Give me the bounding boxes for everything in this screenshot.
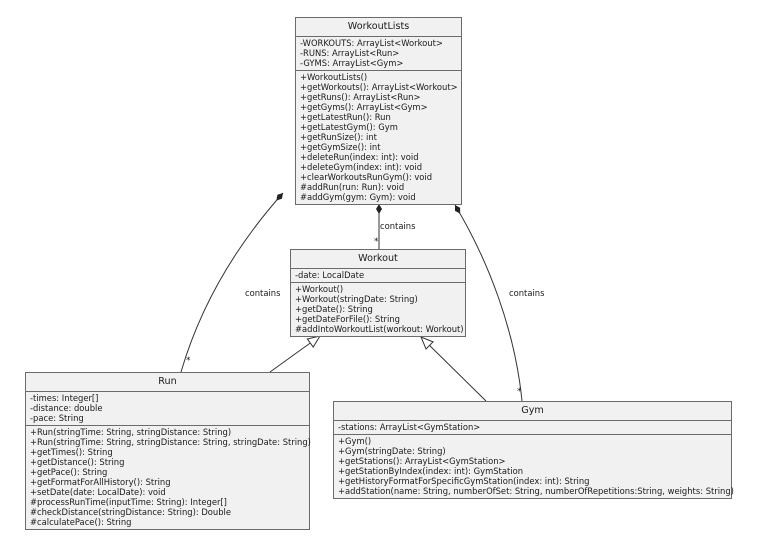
method: +getLatestRun(): Run	[300, 112, 391, 122]
method: +getDateForFile(): String	[295, 314, 400, 324]
class-name: Run	[26, 373, 309, 392]
method: +Run(stringTime: String, stringDistance:…	[30, 427, 232, 437]
method: #addRun(run: Run): void	[300, 182, 405, 192]
relation-label-gym: contains	[509, 288, 545, 298]
method: +Workout()	[295, 284, 344, 294]
attribute: -pace: String	[30, 413, 84, 423]
method: +getFormatForAllHistory(): String	[30, 477, 171, 487]
attribute: -GYMS: ArrayList<Gym>	[300, 58, 404, 68]
method: +getGymSize(): int	[300, 142, 381, 152]
methods-section: +Gym() +Gym(stringDate: String) +getStat…	[334, 434, 734, 498]
method: +WorkoutLists()	[300, 72, 368, 82]
inheritance-line-run-workout	[269, 336, 320, 373]
attribute: -stations: ArrayList<GymStation>	[338, 422, 481, 432]
method: +addStation(name: String, numberOfSet: S…	[338, 486, 734, 496]
method: +Run(stringTime: String, stringDistance:…	[30, 437, 311, 447]
relation-label-workout: contains	[380, 221, 416, 231]
method: +getLatestGym(): Gym	[300, 122, 398, 132]
relation-label-run: contains	[245, 288, 281, 298]
attribute: -date: LocalDate	[295, 270, 365, 280]
attribute: -RUNS: ArrayList<Run>	[300, 48, 400, 58]
class-name: Gym	[334, 402, 731, 421]
multiplicity-gym: *	[517, 387, 522, 397]
method: +getHistoryFormatForSpecificGymStation(i…	[338, 476, 590, 486]
method: +getTimes(): String	[30, 447, 113, 457]
method: +clearWorkoutsRunGym(): void	[300, 172, 433, 182]
attribute: -distance: double	[30, 403, 103, 413]
method: #addGym(gym: Gym): void	[300, 192, 416, 202]
multiplicity-workout: *	[374, 237, 379, 247]
method: +deleteRun(index: int): void	[300, 152, 419, 162]
class-name: Workout	[291, 250, 465, 269]
method: +getDistance(): String	[30, 457, 125, 467]
method: #processRunTime(inputTime: String): Inte…	[30, 497, 227, 507]
methods-section: +WorkoutLists() +getWorkouts(): ArrayLis…	[296, 70, 461, 204]
method: +getStationByIndex(index: int): GymStati…	[338, 466, 524, 476]
method: +getPace(): String	[30, 467, 108, 477]
attributes-section: -WORKOUTS: ArrayList<Workout> -RUNS: Arr…	[296, 37, 461, 70]
inheritance-line-gym-workout	[421, 337, 487, 402]
attribute: -times: Integer[]	[30, 393, 99, 403]
method: +getGyms(): ArrayList<Gym>	[300, 102, 428, 112]
method: +Workout(stringDate: String)	[295, 294, 418, 304]
attribute: -WORKOUTS: ArrayList<Workout>	[300, 38, 443, 48]
attributes-section: -stations: ArrayList<GymStation>	[334, 421, 731, 434]
composition-line-workoutlists-run	[180, 192, 284, 373]
method: +Gym(stringDate: String)	[338, 446, 446, 456]
method: +getDate(): String	[295, 304, 373, 314]
class-box-workoutlists: WorkoutLists -WORKOUTS: ArrayList<Workou…	[295, 17, 462, 205]
methods-section: +Workout() +Workout(stringDate: String) …	[291, 282, 465, 336]
class-box-run: Run -times: Integer[] -distance: double …	[25, 372, 311, 530]
attributes-section: -times: Integer[] -distance: double -pac…	[26, 392, 309, 425]
method: +getStations(): ArrayList<GymStation>	[338, 456, 506, 466]
method: #checkDistance(stringDistance: String): …	[30, 507, 231, 517]
class-box-gym: Gym -stations: ArrayList<GymStation> +Gy…	[333, 401, 734, 499]
method: +getRunSize(): int	[300, 132, 377, 142]
method: +getRuns(): ArrayList<Run>	[300, 92, 421, 102]
method: +deleteGym(index: int): void	[300, 162, 423, 172]
method: #addIntoWorkoutList(workout: Workout)	[295, 324, 464, 334]
method: +setDate(date: LocalDate): void	[30, 487, 166, 497]
attributes-section: -date: LocalDate	[291, 269, 465, 282]
methods-section: +Run(stringTime: String, stringDistance:…	[26, 425, 311, 529]
composition-line-workoutlists-gym	[454, 204, 523, 402]
method: +Gym()	[338, 436, 372, 446]
multiplicity-run: *	[186, 356, 191, 366]
method: +getWorkouts(): ArrayList<Workout>	[300, 82, 458, 92]
method: #calculatePace(): String	[30, 517, 132, 527]
class-box-workout: Workout -date: LocalDate +Workout() +Wor…	[290, 249, 466, 337]
class-name: WorkoutLists	[296, 18, 461, 37]
